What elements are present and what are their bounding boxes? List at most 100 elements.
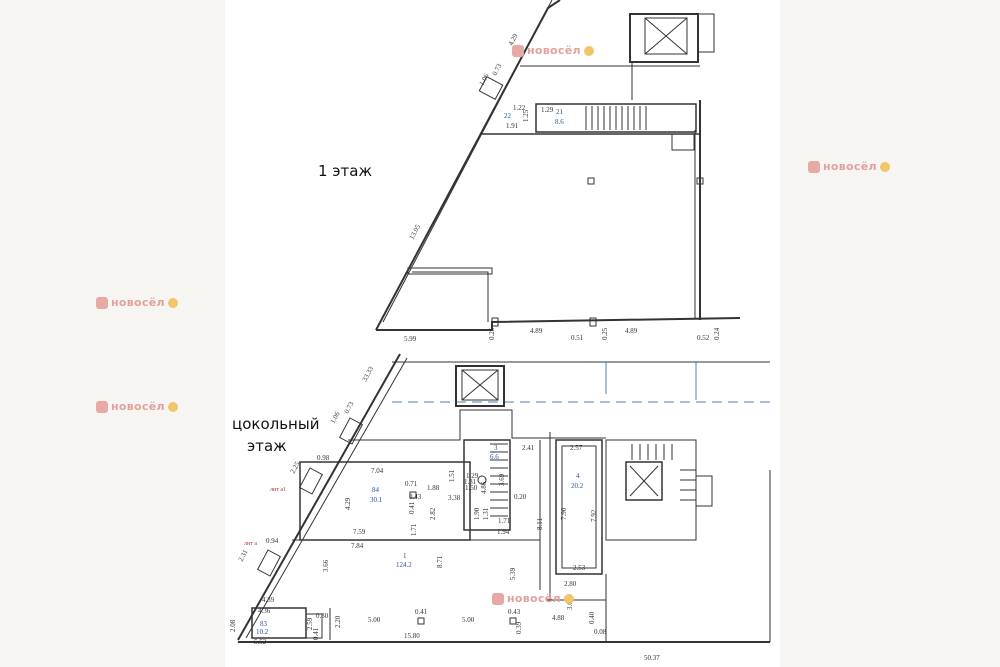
dim-label: 0.41 [408, 501, 416, 514]
dim-label: 0.41 [312, 627, 320, 640]
column-lower-3 [409, 491, 417, 499]
dim-label: 2.31 [237, 548, 250, 563]
basement-title-line2: этаж [247, 437, 287, 455]
dim-label: 0.43 [409, 493, 422, 501]
dim-label: 0.51 [571, 334, 584, 342]
dim-label: 4.29 [344, 497, 352, 510]
annex-label: лит а1 [270, 487, 286, 493]
dim-label: 0.08 [594, 628, 607, 636]
watermark: новосёл [96, 400, 178, 413]
room-number-label: 1 [403, 552, 407, 560]
watermark: новосёл [808, 160, 890, 173]
dim-label: 1.31 [482, 507, 490, 520]
dim-label: 0.40 [588, 611, 596, 624]
room-area-label: 8.6 [555, 118, 564, 126]
corridor-lower [348, 409, 606, 441]
dim-label: 3.69 [498, 473, 506, 486]
dim-label: 0.71 [405, 480, 418, 488]
room-4 [555, 439, 603, 575]
dim-label: 0.24 [713, 327, 721, 340]
dim-label: 1.91 [506, 122, 519, 130]
dim-label: 33.33 [361, 365, 376, 383]
column-upper-1 [587, 177, 595, 185]
watermark-logo-icon [96, 296, 108, 309]
dim-label: 5.00 [462, 616, 475, 624]
basement-diagonal-wall [237, 353, 401, 641]
dim-label: 1.06 [329, 410, 342, 425]
dim-label: 8.71 [436, 555, 444, 568]
dim-label: 0.94 [266, 537, 279, 545]
dim-label: 0.20 [514, 493, 527, 501]
first-floor-inner-room [412, 271, 489, 322]
basement-title-line1: цокольный [232, 415, 320, 433]
dim-label: 1.88 [427, 484, 440, 492]
watermark-text: новосёл [527, 44, 581, 57]
dim-label: 1.90 [473, 507, 481, 520]
dim-label: 0.39 [515, 621, 523, 634]
dim-label: 0.73 [491, 62, 504, 77]
room-4-inner [561, 445, 597, 569]
dim-label: 2.41 [522, 444, 535, 452]
dim-label: 1.94 [497, 528, 510, 536]
dim-label: 5.39 [509, 567, 517, 580]
first-floor-plan [375, 0, 741, 331]
column-lower-2 [509, 617, 517, 625]
watermark-sun-icon [563, 593, 574, 604]
watermark-logo-icon [492, 592, 504, 605]
watermark: новосёл [512, 44, 594, 57]
dim-label: 4.39 [262, 596, 275, 604]
watermark-logo-icon [96, 400, 108, 413]
watermark-text: новосёл [507, 592, 561, 605]
watermark-text: новосёл [823, 160, 877, 173]
watermark-sun-icon [167, 401, 178, 412]
basement-dimensions: 33.33 1.06 0.73 3 6.6 2.41 2.57 2.25 0.9… [229, 365, 660, 662]
watermark-logo-icon [512, 44, 524, 57]
dim-label: 7.04 [371, 467, 384, 475]
room-3 [463, 439, 511, 531]
watermark-logo-icon [808, 160, 820, 173]
dim-label: 1.29 [466, 472, 479, 480]
dim-label: 5.00 [368, 616, 381, 624]
column-upper-2 [696, 177, 704, 185]
dim-label: 4.89 [530, 327, 543, 335]
dim-label: 4.89 [625, 327, 638, 335]
watermark: новосёл [96, 296, 178, 309]
dim-label: 2.53 [573, 564, 586, 572]
first-floor-bottom-wall [376, 317, 741, 331]
dim-label: 7.90 [560, 507, 568, 520]
dim-label: 4.86 [480, 481, 488, 494]
room-area-label: 124.2 [396, 561, 412, 569]
dim-label: 0.41 [415, 608, 428, 616]
watermark: новосёл [492, 592, 574, 605]
watermark-text: новосёл [111, 400, 165, 413]
dim-label: 7.59 [353, 528, 366, 536]
dim-label: 1.31 [464, 478, 477, 486]
stairs-lower [490, 443, 508, 517]
dim-label: 2.59 [306, 617, 314, 630]
elevator-shaft-lower [455, 365, 505, 407]
annex-label: лит а [244, 541, 257, 547]
dim-label: 4.36 [258, 607, 271, 615]
dim-label: 5.99 [404, 335, 417, 343]
dim-label: 0.25 [488, 327, 496, 340]
basement-diagonal-inner [245, 357, 408, 639]
stairs-lower-right [631, 444, 696, 501]
basement-plan [237, 353, 771, 643]
stairs-upper [585, 106, 647, 130]
dim-label: 7.84 [351, 542, 364, 550]
dim-label: 2.82 [429, 507, 437, 520]
dim-label: 0.73 [343, 400, 356, 415]
dim-label: 2.80 [564, 580, 577, 588]
room-area-label: 10.2 [256, 628, 269, 636]
watermark-text: новосёл [111, 296, 165, 309]
dim-label: 0.98 [317, 454, 330, 462]
dim-label: 2.08 [229, 619, 237, 632]
room-21 [535, 103, 697, 133]
dim-label: 8.11 [536, 518, 544, 530]
watermark-sun-icon [879, 161, 890, 172]
dim-label: 1.29 [541, 106, 554, 114]
dim-label: 0.52 [697, 334, 710, 342]
room-area-label: 6.6 [490, 453, 499, 461]
dim-label: 2.20 [334, 615, 342, 628]
